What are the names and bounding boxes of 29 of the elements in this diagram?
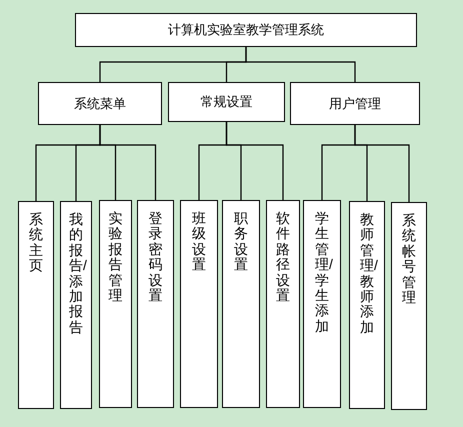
tree-node-box	[18, 201, 54, 409]
node-label: 用户管理	[329, 94, 381, 113]
tree-node-box	[391, 202, 427, 410]
node-label: 登录密码设置	[148, 211, 162, 304]
tree-node-box	[99, 200, 132, 408]
node-label: 班级设置	[192, 211, 206, 273]
tree-node-box	[168, 82, 285, 122]
connector-line	[245, 47, 356, 82]
tree-node-box	[303, 200, 341, 408]
connector-line	[99, 125, 156, 200]
tree-node-box	[60, 201, 92, 409]
tree-node-box	[180, 200, 218, 408]
node-label: 计算机实验室教学管理系统	[168, 21, 324, 40]
node-label: 软件路径设置	[276, 211, 290, 304]
node-label: 常规设置	[200, 93, 252, 112]
connector-line	[354, 125, 410, 202]
node-label: 系统菜单	[74, 94, 126, 113]
node-label: 职务设置	[234, 211, 248, 273]
tree-node-box	[38, 82, 162, 125]
node-label: 系统主页	[29, 212, 43, 274]
tree-node-box	[266, 200, 300, 408]
tree-node-box	[222, 200, 260, 408]
tree-node-box	[137, 200, 174, 408]
connector-line	[226, 122, 284, 200]
tree-node-box	[349, 201, 385, 409]
node-label: 系统帐号管理	[402, 213, 416, 306]
tree-node-box	[290, 82, 420, 125]
tree-node-box	[75, 13, 417, 47]
node-label: 实验报告管理	[108, 211, 122, 304]
